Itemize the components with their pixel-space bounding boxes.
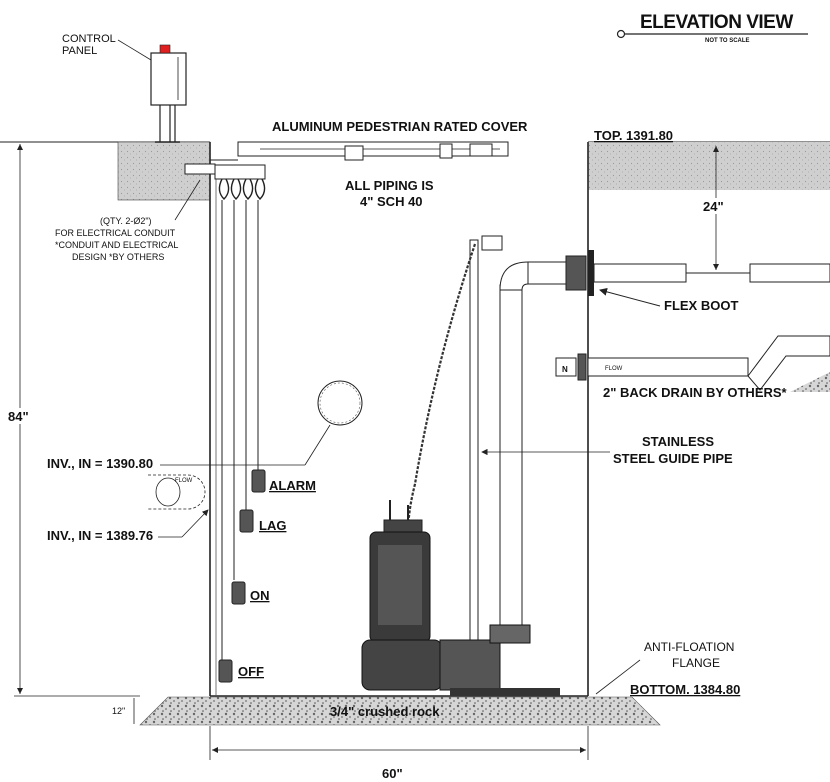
inv-in-label-2: INV., IN = 1389.76 [47, 528, 153, 543]
anti-floatation-label-1: ANTI-FLOATION [644, 640, 734, 654]
back-drain-label: 2" BACK DRAIN BY OTHERS* [603, 385, 788, 400]
crushed-rock-base: 3/4" crushed rock [139, 696, 661, 726]
control-panel-light [159, 44, 171, 54]
conduit-bracket: (QTY. 2-Ø2") FOR ELECTRICAL CONDUIT *CON… [55, 163, 266, 262]
control-panel-label-1: CONTROL [62, 33, 116, 45]
cover-label: ALUMINUM PEDESTRIAN RATED COVER [272, 119, 528, 134]
float-on [231, 581, 246, 605]
inlet-pipe: FLOW INV., IN = 1390.80 INV., IN = 1389.… [47, 380, 363, 543]
title-bullet [616, 29, 626, 39]
top-elevation-label: TOP. 1391.80 [594, 128, 673, 143]
conduit-label-1: (QTY. 2-Ø2") [100, 216, 152, 226]
dim-12-label: 12" [112, 706, 125, 716]
dim-84-label: 84" [8, 409, 29, 424]
discharge-horizontal [527, 261, 571, 285]
discharge-piping: FLEX BOOT STAINLESS STEEL GUIDE PIPE [407, 235, 830, 641]
float-lag-label: LAG [259, 518, 286, 533]
back-drain-n: N [562, 365, 568, 374]
pump-volute [361, 639, 443, 691]
cover-assembly: ALUMINUM PEDESTRIAN RATED COVER [210, 119, 528, 161]
guide-pipe-label-1: STAINLESS [642, 434, 714, 449]
guide-pipe [469, 239, 479, 641]
bottom-elevation-label: BOTTOM. 1384.80 [630, 682, 740, 697]
submersible-pump [361, 500, 560, 696]
dim-24-label: 24" [703, 199, 724, 214]
diagram-title: ELEVATION VIEW [640, 12, 793, 33]
inv-in-label-1: INV., IN = 1390.80 [47, 456, 153, 471]
dimension-lines: 84" 24" 12" 60" [6, 141, 730, 781]
crushed-rock-fill [139, 696, 661, 726]
float-alarm [251, 469, 266, 493]
diagram-subtitle: NOT TO SCALE [705, 38, 750, 44]
float-switches: ALARM LAG ON OFF [218, 200, 316, 683]
piping-note-2: 4" SCH 40 [360, 194, 423, 209]
float-alarm-label: ALARM [269, 478, 316, 493]
soil-right [588, 142, 830, 190]
inlet-flow-label: FLOW [175, 478, 193, 484]
back-drain: N FLOW 2" BACK DRAIN BY OTHERS* [555, 335, 830, 400]
conduit-label-4: DESIGN *BY OTHERS [72, 252, 164, 262]
float-off [218, 659, 233, 683]
riser-pipe [499, 284, 523, 636]
anti-floatation-label-2: FLANGE [672, 656, 720, 670]
piping-note-1: ALL PIPING IS [345, 178, 434, 193]
flex-boot-label: FLEX BOOT [664, 298, 738, 313]
control-panel-box [150, 52, 187, 106]
dim-60-label: 60" [382, 766, 403, 781]
back-drain-flow: FLOW [605, 366, 623, 372]
control-panel-label-2: PANEL [62, 45, 97, 57]
float-lag [239, 509, 254, 533]
conduit-label-2: FOR ELECTRICAL CONDUIT [55, 228, 176, 238]
control-panel: CONTROL PANEL [62, 33, 187, 143]
guide-pipe-label-2: STEEL GUIDE PIPE [613, 451, 733, 466]
title-block: ELEVATION VIEW NOT TO SCALE [616, 12, 808, 44]
float-on-label: ON [250, 588, 270, 603]
flex-boot [565, 255, 587, 291]
crushed-rock-label: 3/4" crushed rock [330, 704, 440, 719]
inlet-circle [317, 380, 363, 426]
float-off-label: OFF [238, 664, 264, 679]
conduit-label-3: *CONDUIT AND ELECTRICAL [55, 240, 178, 250]
